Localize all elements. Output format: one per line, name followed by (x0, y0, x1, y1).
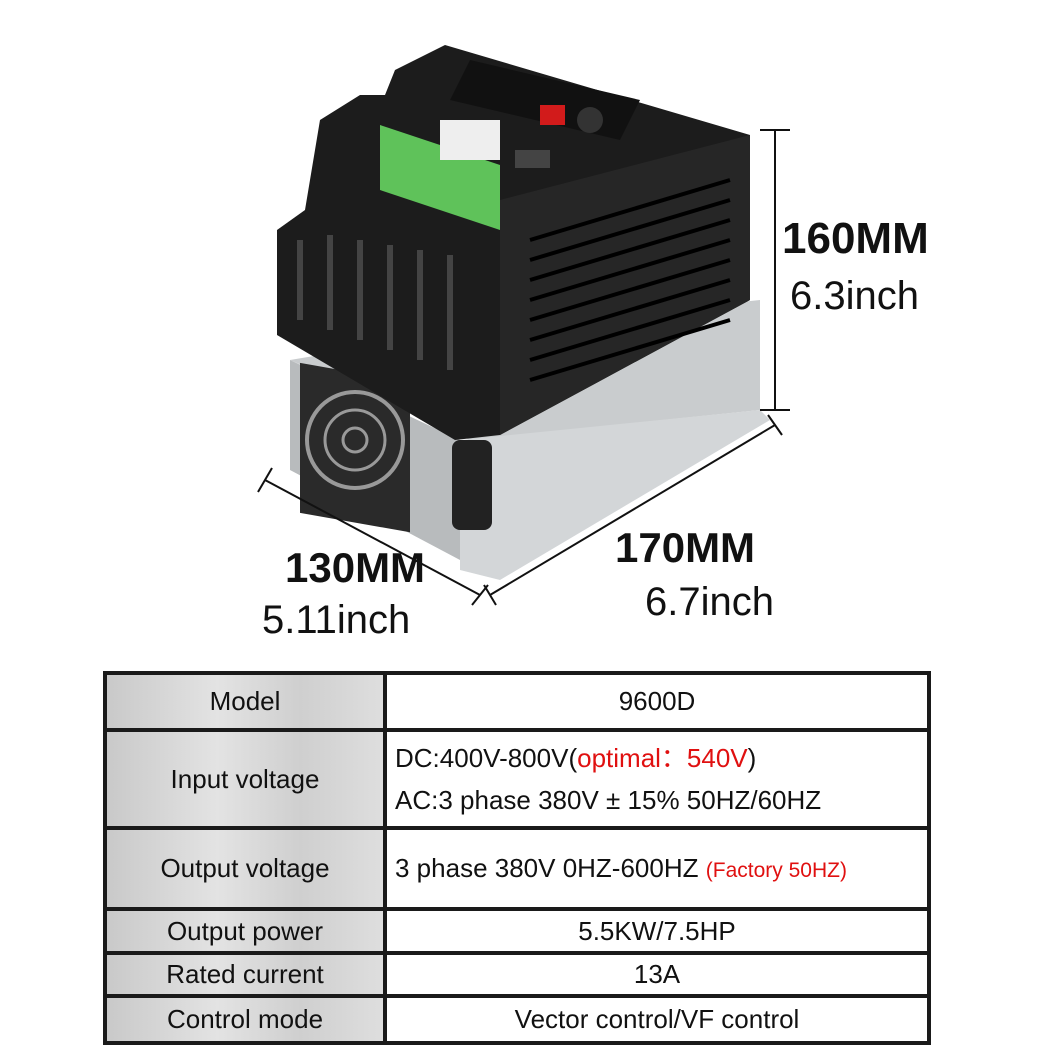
height-inch-label: 6.3inch (790, 274, 919, 318)
optimal-voltage: optimal：540V (577, 743, 748, 773)
row-label: Rated current (103, 951, 387, 998)
depth-inch-label: 6.7inch (645, 580, 774, 624)
warning-label (440, 120, 500, 160)
row-label: Control mode (103, 994, 387, 1045)
output-voltage-value: 3 phase 380V 0HZ-600HZ (395, 853, 699, 883)
terminal-block (380, 125, 500, 230)
row-value: 3 phase 380V 0HZ-600HZ (Factory 50HZ) (383, 826, 931, 911)
vfd-product-illustration (257, 45, 790, 606)
table-row: Output voltage 3 phase 380V 0HZ-600HZ (F… (103, 826, 931, 911)
row-value: Vector control/VF control (383, 994, 931, 1045)
width-inch-label: 5.11inch (262, 598, 411, 642)
row-value: 9600D (383, 671, 931, 732)
capacitor (452, 440, 492, 530)
knob-icon (577, 107, 603, 133)
table-row: Rated current 13A (103, 951, 931, 998)
row-value: 5.5KW/7.5HP (383, 907, 931, 955)
depth-mm-label: 170MM (615, 524, 756, 571)
paren-close: ) (747, 743, 757, 773)
width-mm-label: 130MM (285, 544, 426, 591)
row-label: Output voltage (103, 826, 387, 911)
row-label: Model (103, 671, 387, 732)
table-row: Output power 5.5KW/7.5HP (103, 907, 931, 955)
row-label: Output power (103, 907, 387, 955)
factory-frequency-note: (Factory 50HZ) (705, 859, 847, 882)
dimension-lines (257, 129, 790, 606)
ac-range: AC:3 phase 380V ± 15% 50HZ/60HZ (395, 785, 822, 815)
row-label: Input voltage (103, 728, 387, 830)
table-row: Model 9600D (103, 671, 931, 732)
fan (300, 362, 410, 533)
row-value: DC:400V-800V(optimal：540V) AC:3 phase 38… (383, 728, 931, 830)
table-row: Input voltage DC:400V-800V(optimal：540V)… (103, 728, 931, 830)
dc-range: DC:400V-800V( (395, 743, 578, 773)
height-mm-label: 160MM (782, 214, 929, 263)
fan-guard-icon (305, 390, 405, 490)
table-row: Control mode Vector control/VF control (103, 994, 931, 1045)
spec-table: Model 9600D Input voltage DC:400V-800V(o… (103, 671, 931, 1045)
row-value: 13A (383, 951, 931, 998)
